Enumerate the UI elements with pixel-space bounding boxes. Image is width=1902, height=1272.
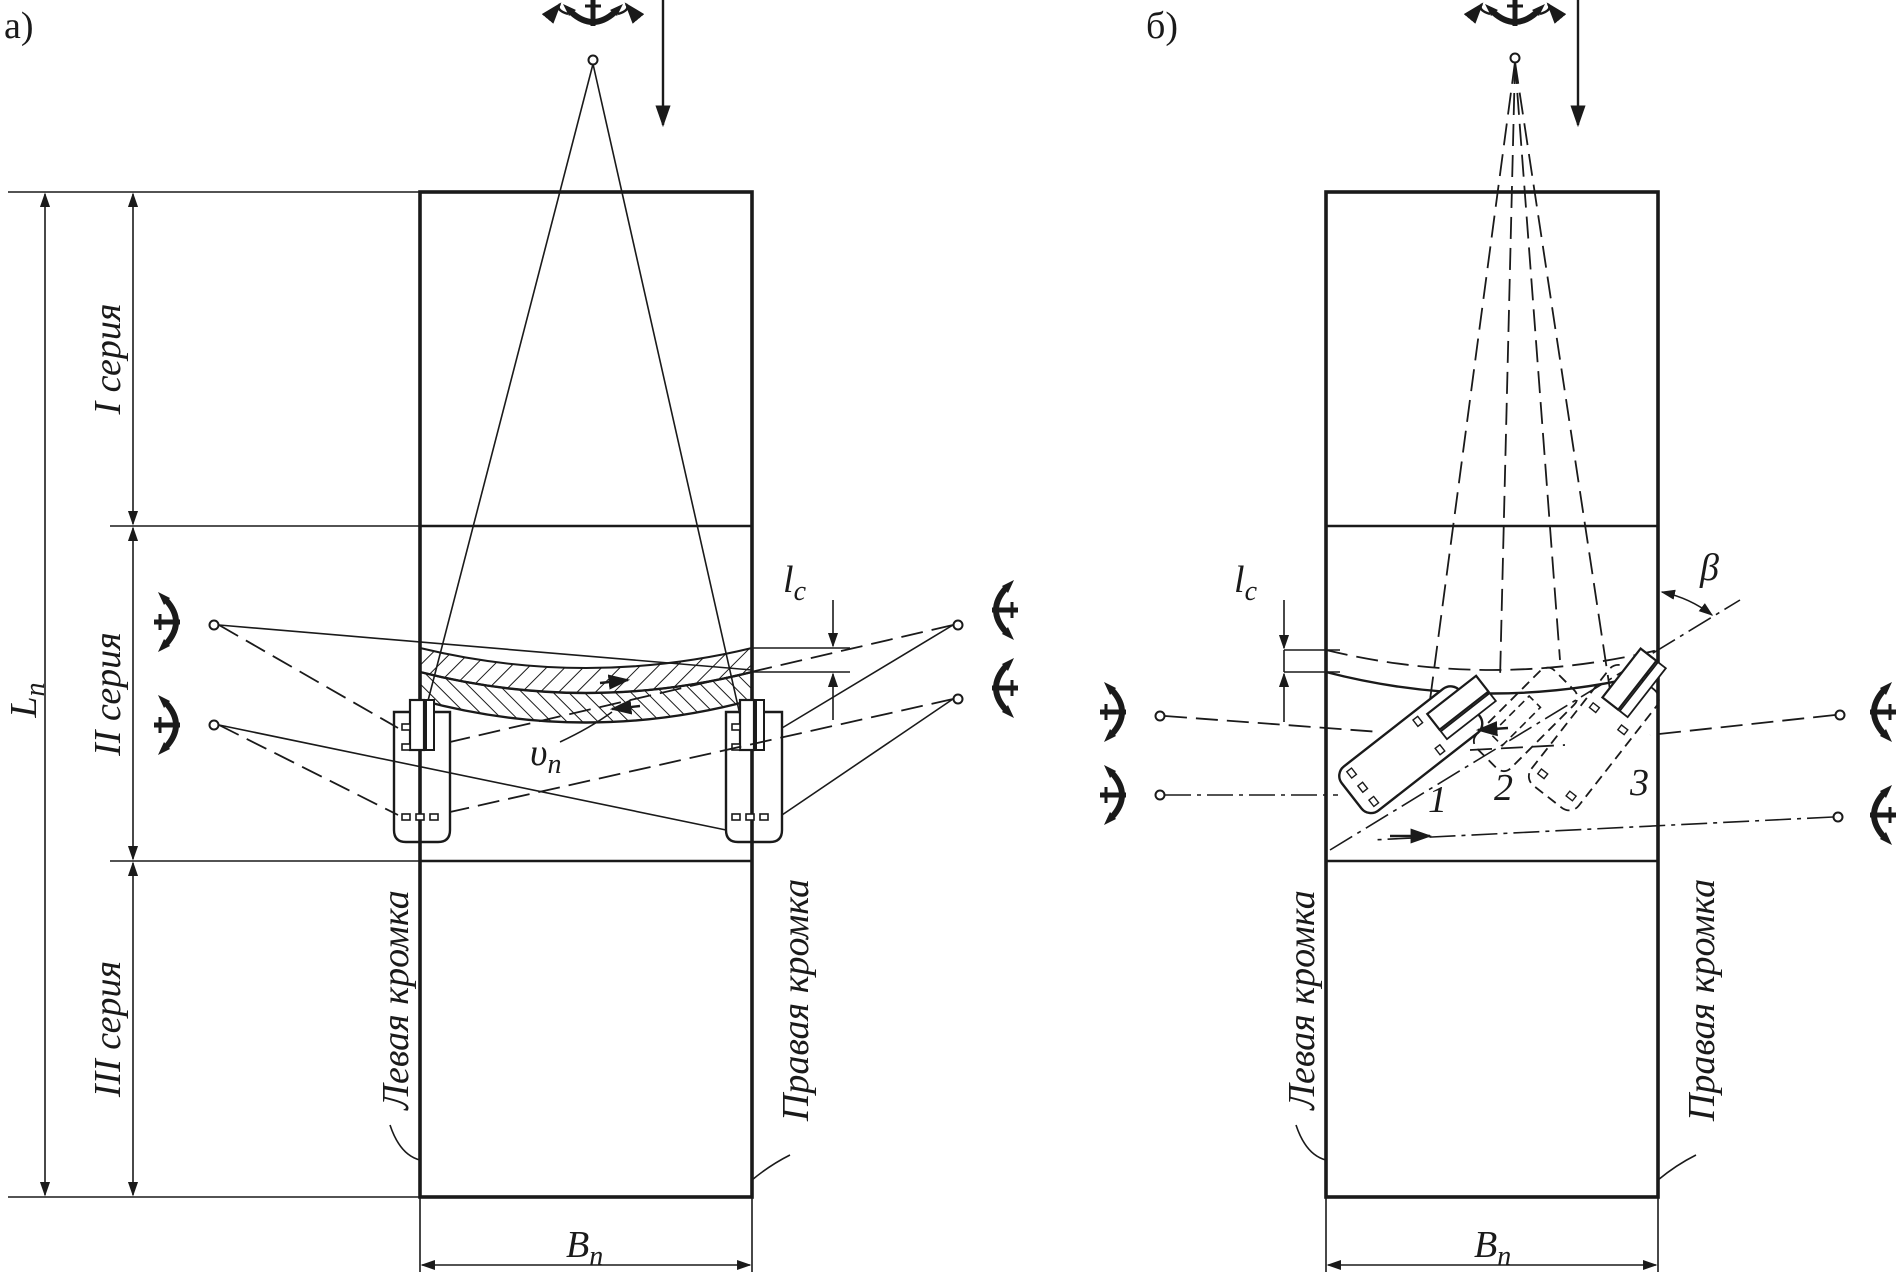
shackle-left-upper-a [208, 619, 220, 631]
right-edge-label-b: Правая кромка [1681, 879, 1723, 1122]
shackle-right-upper-b [1834, 709, 1846, 721]
swing-left-icon-b [1463, 2, 1491, 24]
step-label-b: lс [1234, 559, 1258, 607]
position-3-label: 3 [1629, 762, 1649, 804]
dredger-position-3 [1527, 646, 1668, 812]
cable-r2-solid [781, 698, 954, 816]
panel-a-label: а) [4, 5, 34, 47]
panel-b-label: б) [1146, 5, 1178, 47]
cable-top-left-a [422, 63, 594, 721]
anchor-icon-left-lower-b [1100, 765, 1126, 825]
series-3-label: III серия [87, 961, 129, 1098]
cable-br1 [1649, 714, 1836, 736]
dredger-position-2 [1472, 666, 1579, 773]
swing-right-icon-b [1539, 2, 1567, 24]
left-edge-leader-b [1295, 1124, 1327, 1161]
anchor-icon-right-lower-b [1870, 785, 1896, 845]
width-label-b: Bп [1474, 1224, 1511, 1272]
step-label-a: lс [783, 559, 807, 607]
anchor-icon-right-upper-b [1870, 682, 1896, 742]
dredger-position-1 [1338, 674, 1498, 815]
anchor-icon-right-upper-a [992, 580, 1018, 640]
speed-label: υп [530, 732, 561, 780]
panel-b: б) Bп Левая кромка Правая кромка [1100, 0, 1896, 1272]
swing-direction-arrow [599, 674, 631, 690]
cable-r1-solid [781, 624, 954, 729]
right-edge-label-a: Правая кромка [775, 879, 817, 1122]
shackle-right-lower-b [1832, 811, 1844, 823]
cable-top-1-b [1429, 61, 1516, 701]
panel-a: а) Lп I серия II серия III серия Bп Лева… [3, 0, 1018, 1272]
speed-leader [559, 711, 613, 743]
anchor-shackle-top-a [587, 54, 599, 66]
move-arrow-2 [1475, 721, 1509, 737]
cable-top-right-a [592, 63, 741, 716]
series-2-label: II серия [87, 632, 129, 757]
position-1-label: 1 [1428, 779, 1447, 821]
anchor-icon-left-lower-a [154, 695, 180, 755]
left-edge-label-a: Левая кромка [375, 890, 417, 1110]
shackle-right-lower-a [952, 693, 964, 705]
anchor-icon-top-b [1485, 0, 1545, 26]
right-edge-leader-b [1657, 1154, 1697, 1181]
cable-r2-dash [449, 698, 954, 813]
cable-top-3-b [1514, 61, 1611, 691]
cable-br1-inner [1469, 744, 1566, 751]
cable-l2-solid [218, 724, 727, 831]
anchor-icon-left-upper-b [1100, 682, 1126, 742]
swing-left-icon [541, 2, 569, 24]
swing-right-icon [617, 2, 645, 24]
anchor-icon-top-a [563, 0, 623, 26]
shackle-left-upper-b [1154, 710, 1166, 722]
cable-r1-dash [449, 624, 954, 743]
dredger-axis-line [1329, 599, 1741, 851]
anchor-shackle-top-b [1509, 52, 1521, 64]
shackle-right-upper-a [952, 619, 964, 631]
left-edge-label-b: Левая кромка [1281, 890, 1323, 1110]
swing-return-arrow [609, 699, 641, 715]
angle-label: β [1699, 547, 1719, 589]
cable-l1-dash [218, 624, 399, 729]
dredger-right-a [724, 698, 784, 844]
cable-br2 [1371, 816, 1834, 841]
right-edge-leader-a [751, 1154, 791, 1181]
cut-curve-previous [1325, 649, 1659, 671]
width-label-a: Bп [566, 1224, 603, 1272]
cable-top-4-b [1514, 61, 1561, 661]
cable-bl1 [1164, 715, 1381, 733]
cable-top-2-b [1499, 61, 1516, 681]
cut-outline-b [1324, 190, 1660, 1199]
angle-arc [1660, 589, 1714, 616]
dredger-left-a [392, 698, 452, 844]
series-1-label: I серия [87, 303, 129, 415]
shackle-left-lower-a [208, 719, 220, 731]
anchor-icon-left-upper-a [154, 592, 180, 652]
length-label: Lп [3, 682, 51, 718]
cable-l1-solid [218, 624, 753, 671]
position-2-label: 2 [1494, 767, 1513, 809]
left-edge-leader-a [389, 1124, 421, 1161]
anchor-icon-right-lower-a [992, 658, 1018, 718]
shackle-left-lower-b [1154, 789, 1166, 801]
cable-l2-dash [218, 724, 399, 816]
